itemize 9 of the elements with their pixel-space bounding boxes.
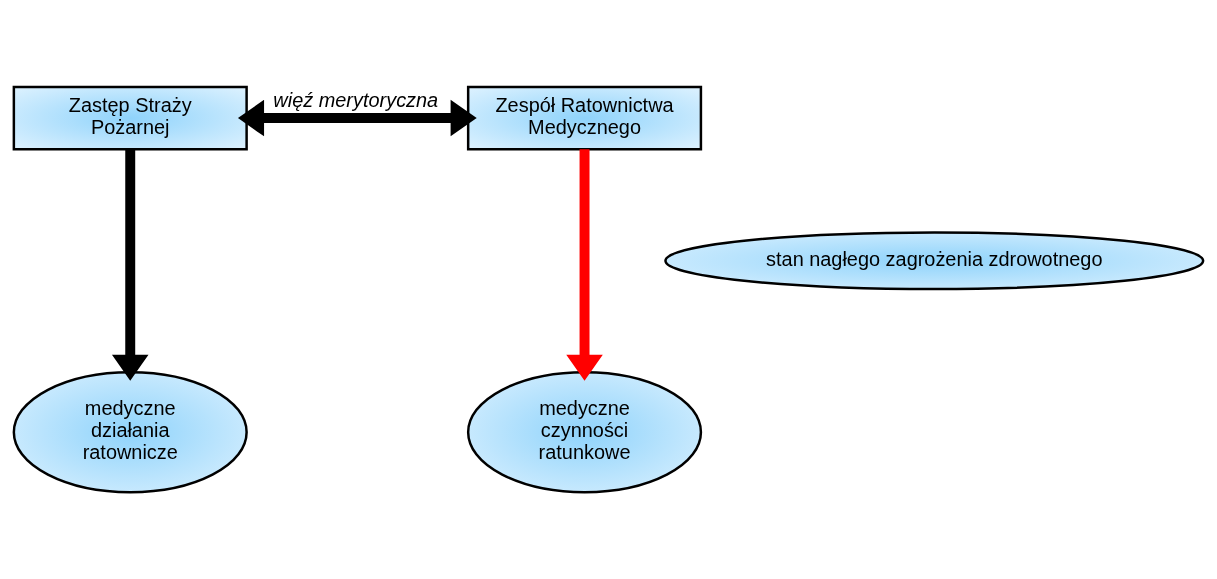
node-box: Zastęp Straży Pożarnej bbox=[12, 85, 248, 151]
node-box: Zespół Ratownictwa Medycznego bbox=[466, 85, 703, 151]
arrow bbox=[566, 149, 603, 381]
node-ellipse: medyczne czynności ratunkowe bbox=[466, 370, 703, 494]
edge-label: więź merytoryczna bbox=[273, 88, 439, 111]
arrow bbox=[237, 99, 477, 137]
node-ellipse: medyczne działania ratownicze bbox=[12, 370, 248, 494]
arrow bbox=[111, 149, 149, 381]
node-ellipse: stan nagłego zagrożenia zdrowotnego bbox=[664, 231, 1205, 291]
